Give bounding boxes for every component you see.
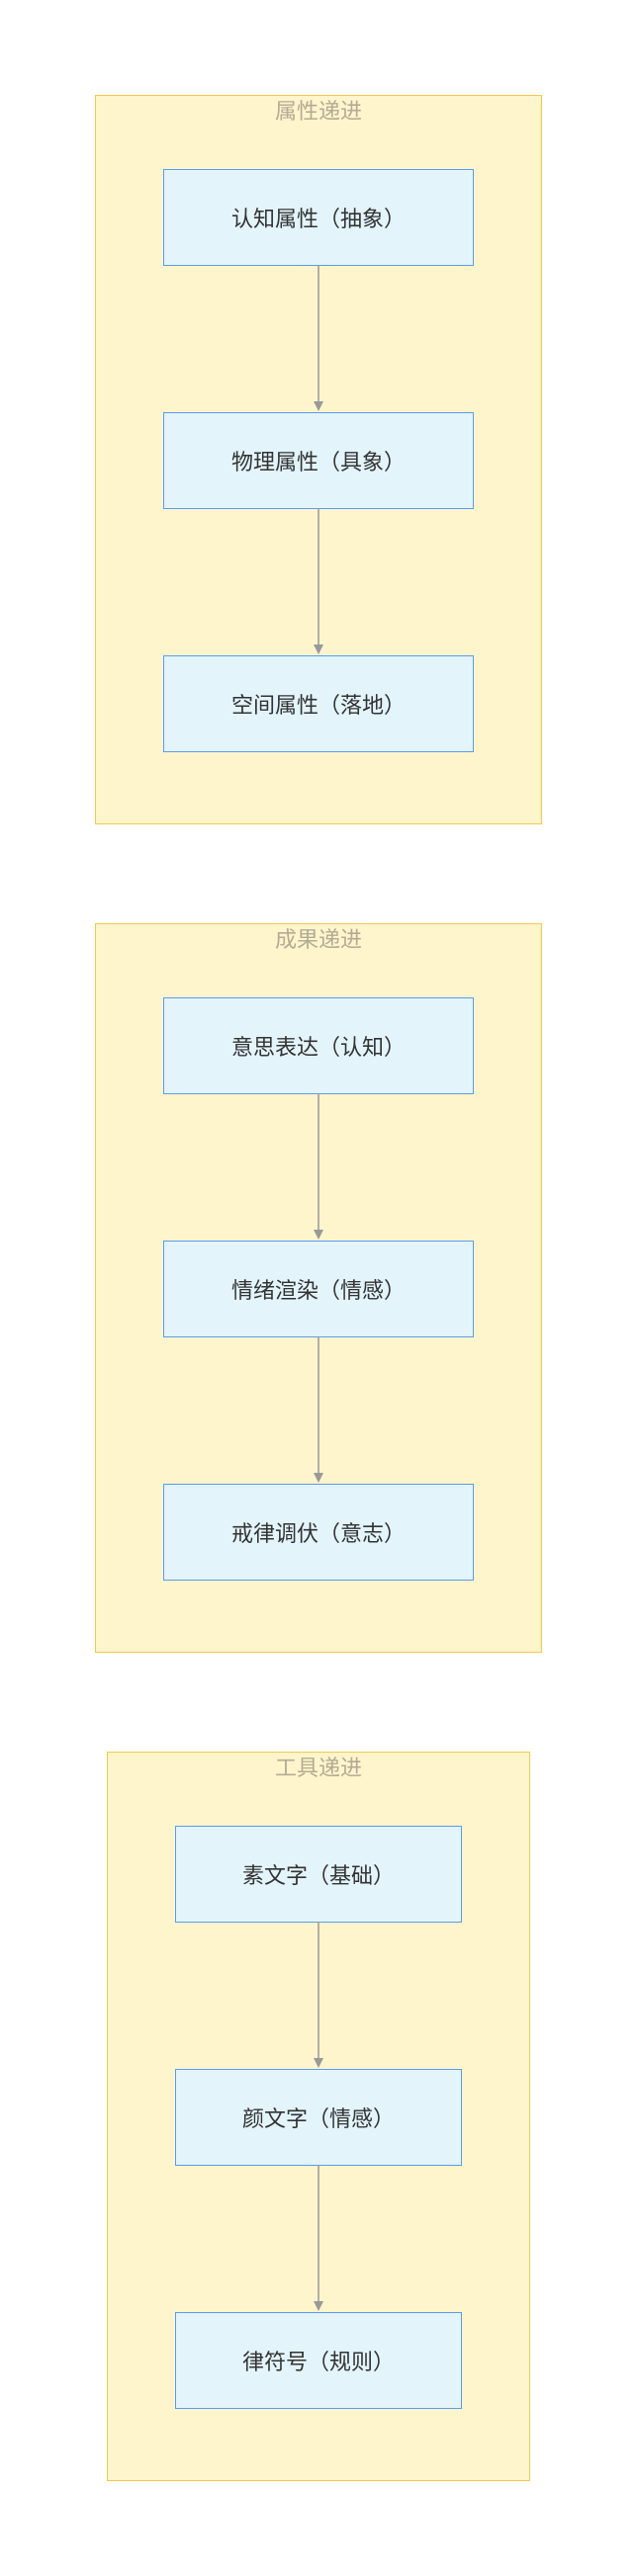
node-kaomoji[interactable]: 颜文字（情感）: [175, 2069, 462, 2166]
node-cognitive-attribute[interactable]: 认知属性（抽象）: [163, 169, 474, 266]
group-attribute-progression: 属性递进 认知属性（抽象） 物理属性（具象） 空间属性（落地）: [95, 95, 542, 824]
node-physical-attribute[interactable]: 物理属性（具象）: [163, 412, 474, 509]
node-discipline-taming[interactable]: 戒律调伏（意志）: [163, 1484, 474, 1581]
group-title: 工具递进: [274, 1757, 362, 1781]
node-spatial-attribute[interactable]: 空间属性（落地）: [163, 655, 474, 752]
group-title: 成果递进: [274, 928, 362, 953]
node-emotion-rendering[interactable]: 情绪渲染（情感）: [163, 1241, 474, 1337]
node-plain-text[interactable]: 素文字（基础）: [175, 1826, 462, 1923]
group-title: 属性递进: [274, 100, 362, 125]
node-rule-symbol[interactable]: 律符号（规则）: [175, 2312, 462, 2409]
group-tool-progression: 工具递进 素文字（基础） 颜文字（情感） 律符号（规则）: [107, 1752, 530, 2481]
group-outcome-progression: 成果递进 意思表达（认知） 情绪渲染（情感） 戒律调伏（意志）: [95, 923, 542, 1653]
node-meaning-expression[interactable]: 意思表达（认知）: [163, 997, 474, 1094]
